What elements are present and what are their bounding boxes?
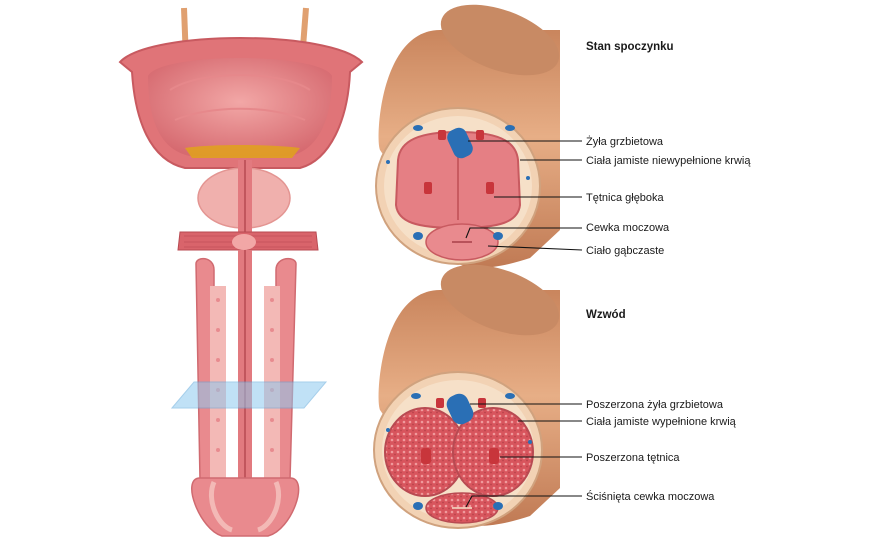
label-urethra: Cewka moczowa xyxy=(586,222,670,234)
bladder-illustration xyxy=(118,7,364,169)
label-corpora-empty: Ciała jamiste niewypełnione krwią xyxy=(586,155,751,167)
prostate-illustration xyxy=(197,160,291,232)
label-deep-artery: Tętnica głęboka xyxy=(586,192,665,204)
leader-lines-erect xyxy=(465,403,582,508)
label-dilated-artery: Poszerzona tętnica xyxy=(586,452,680,464)
label-dorsal-vein: Żyła grzbietowa xyxy=(586,135,664,148)
leader-spongiosum xyxy=(487,245,583,251)
cross-section-erect xyxy=(373,264,560,529)
leader-urethra xyxy=(465,227,582,239)
leader-compressed-urethra xyxy=(465,495,582,508)
label-dilated-vein: Poszerzona żyła grzbietowa xyxy=(586,399,724,411)
label-compressed-urethra: Ściśnięta cewka moczowa xyxy=(586,490,715,503)
cross-section-resting xyxy=(375,4,560,268)
label-spongiosum: Ciało gąbczaste xyxy=(586,245,664,257)
leader-lines-resting xyxy=(465,140,583,251)
label-corpora-filled: Ciała jamiste wypełnione krwią xyxy=(586,416,737,428)
section-title-resting: Stan spoczynku xyxy=(586,41,674,53)
section-title-erect: Wzwód xyxy=(586,309,626,321)
pelvic-floor-muscle xyxy=(177,231,319,251)
cross-section-plane xyxy=(170,381,328,409)
